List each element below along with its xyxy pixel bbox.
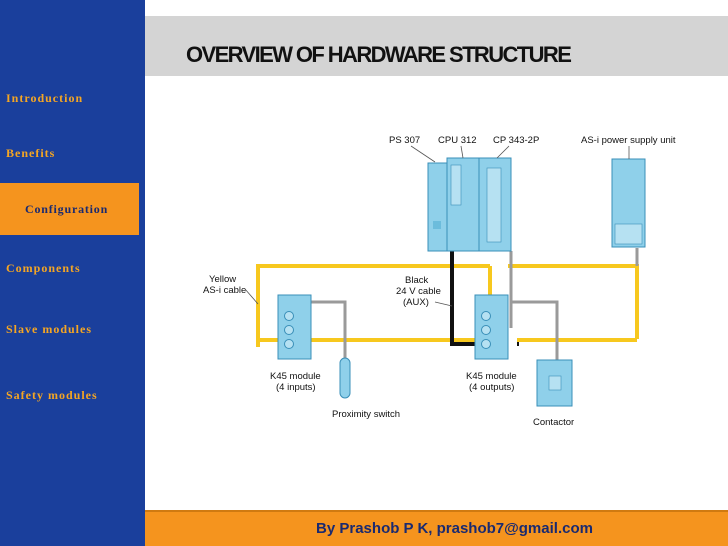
label-black-cable-3: (AUX) <box>403 297 429 308</box>
nav-configuration[interactable]: Configuration <box>0 183 139 235</box>
label-cp343: CP 343-2P <box>493 135 539 146</box>
label-yellow-cable-1: Yellow <box>209 274 236 285</box>
k45-output-module <box>474 294 509 360</box>
k45-output-port-2 <box>481 325 491 335</box>
k45-input-port-2 <box>284 325 294 335</box>
label-asi-psu: AS-i power supply unit <box>581 135 676 146</box>
proximity-switch <box>339 357 351 399</box>
leader-cp343 <box>496 145 510 159</box>
cable-contactor <box>511 300 559 360</box>
label-k45-input-2: (4 inputs) <box>276 382 316 393</box>
contactor-window <box>548 375 562 391</box>
k45-input-port-3 <box>284 339 294 349</box>
cp343-panel <box>486 167 502 243</box>
sidebar <box>0 0 145 546</box>
footer-credit: By Prashob P K, prashob7@gmail.com <box>316 520 593 537</box>
label-ps307: PS 307 <box>389 135 420 146</box>
label-k45-output-1: K45 module <box>466 371 517 382</box>
footer-band: By Prashob P K, prashob7@gmail.com <box>145 510 728 546</box>
nav-benefits[interactable]: Benefits <box>6 146 56 160</box>
label-contactor: Contactor <box>533 417 574 428</box>
asi-cable <box>256 264 490 347</box>
label-black-cable-2: 24 V cable <box>396 286 441 297</box>
page-title: OVERVIEW OF HARDWARE STRUCTURE <box>186 42 572 67</box>
leader-black-cable <box>434 301 453 307</box>
k45-output-port-1 <box>481 311 491 321</box>
label-black-cable-1: Black <box>405 275 428 286</box>
ps307-module <box>427 162 448 252</box>
nav-introduction[interactable]: Introduction <box>6 91 84 105</box>
k45-input-port-1 <box>284 311 294 321</box>
label-cpu312: CPU 312 <box>438 135 477 146</box>
hardware-diagram: PS 307 CPU 312 CP 343-2P AS-i power supp… <box>203 135 676 428</box>
k45-output-port-3 <box>481 339 491 349</box>
cpu312-panel <box>450 164 462 206</box>
label-proximity: Proximity switch <box>332 409 400 420</box>
plc-rack <box>427 157 512 252</box>
cable-proximity <box>310 300 347 358</box>
k45-input-module <box>277 294 312 360</box>
aux-cable <box>450 251 475 346</box>
ps307-switch <box>433 221 441 229</box>
leader-ps307 <box>410 145 436 163</box>
leader-yellow-cable <box>244 288 259 305</box>
label-k45-output-2: (4 outputs) <box>469 382 514 393</box>
leader-cpu312 <box>460 145 464 159</box>
header-band <box>145 16 728 76</box>
label-k45-input-1: K45 module <box>270 371 321 382</box>
nav-components[interactable]: Components <box>6 261 81 275</box>
nav-safety-modules[interactable]: Safety modules <box>6 388 98 402</box>
asi-psu-terminals <box>614 223 643 245</box>
nav-slave-modules[interactable]: Slave modules <box>6 322 93 336</box>
label-yellow-cable-2: AS-i cable <box>203 285 246 296</box>
